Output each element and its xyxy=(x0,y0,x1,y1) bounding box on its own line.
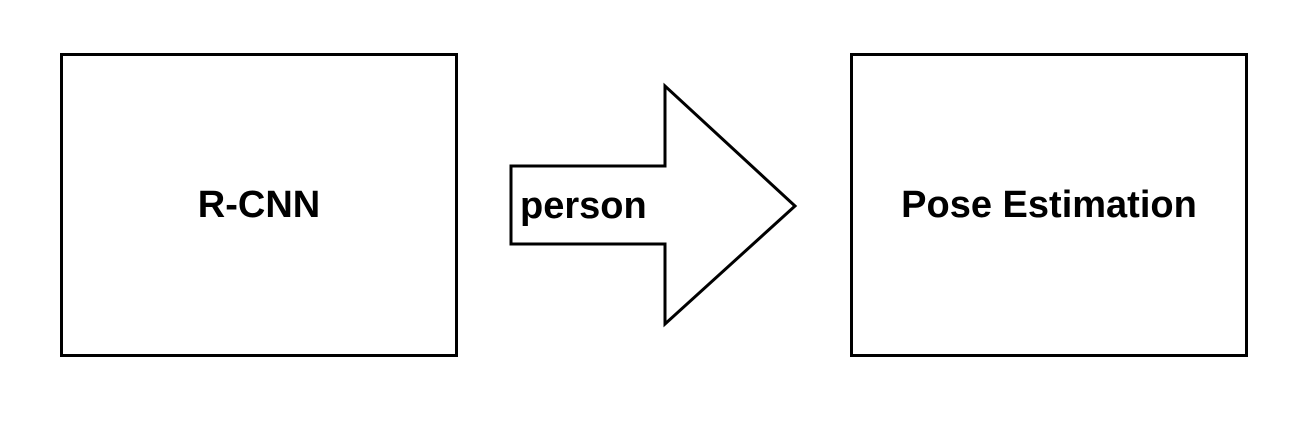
arrow-label: person xyxy=(520,185,647,227)
arrow-icon xyxy=(509,82,798,328)
pose-estimation-label: Pose Estimation xyxy=(901,183,1197,226)
rcnn-box: R-CNN xyxy=(60,53,458,357)
pose-estimation-box: Pose Estimation xyxy=(850,53,1248,357)
rcnn-label: R-CNN xyxy=(197,183,321,226)
